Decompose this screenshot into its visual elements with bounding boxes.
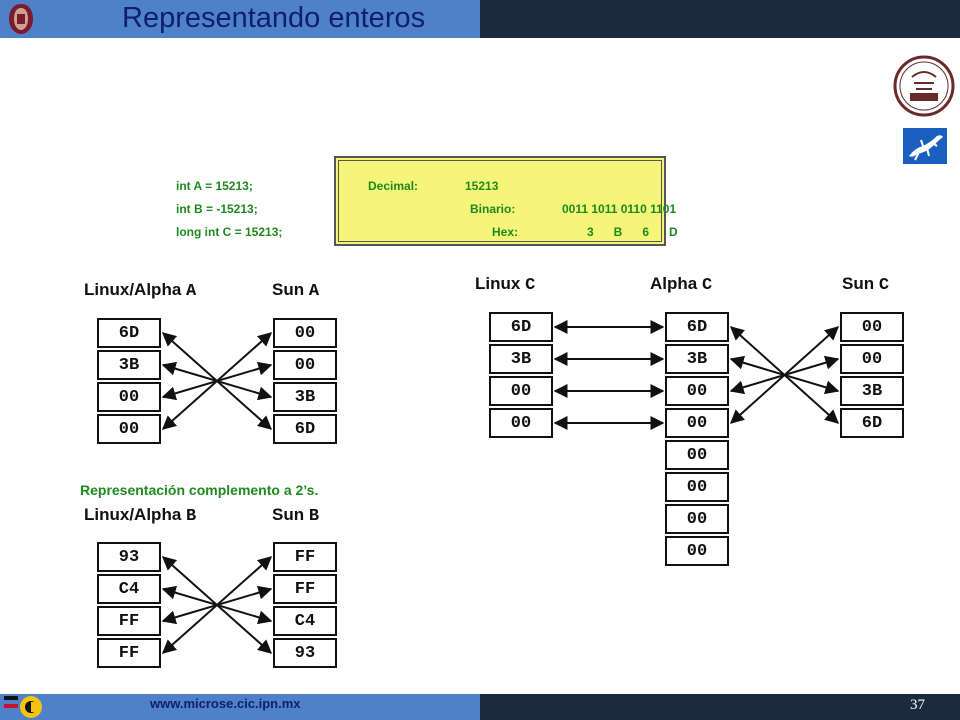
memory-cell: 00 xyxy=(665,408,729,438)
memory-cell: 6D xyxy=(840,408,904,438)
footer-bar xyxy=(0,694,480,720)
label-linux-c: Linux C xyxy=(475,274,536,295)
label-sun-c: Sun C xyxy=(842,274,890,295)
memory-cell: 3B xyxy=(273,382,337,412)
label-linux-alpha-a: Linux/Alpha A xyxy=(84,280,197,301)
memory-cell: 00 xyxy=(665,504,729,534)
footer-bar-dark xyxy=(480,694,960,720)
memory-cell: 00 xyxy=(97,382,161,412)
memory-cell: 00 xyxy=(840,344,904,374)
decimal-label: Decimal: xyxy=(368,179,419,193)
decimal-value: 15213 xyxy=(465,179,499,193)
byte-mapping-arrow xyxy=(161,585,273,625)
memory-cell: 00 xyxy=(273,318,337,348)
memory-cell: 3B xyxy=(97,350,161,380)
twos-complement-note: Representación complemento a 2’s. xyxy=(80,482,319,498)
memory-cell: 93 xyxy=(273,638,337,668)
page-number: 37 xyxy=(910,697,925,713)
memory-cell: 6D xyxy=(97,318,161,348)
memory-cell: 00 xyxy=(489,408,553,438)
binary-value: 0011 1011 0110 1101 xyxy=(562,202,677,216)
header-bar-dark xyxy=(480,0,960,38)
byte-mapping-arrow xyxy=(161,556,273,654)
label-sun-b: Sun B xyxy=(272,505,320,526)
value-box xyxy=(334,156,666,246)
memory-cell: 00 xyxy=(665,376,729,406)
page-title: Representando enteros xyxy=(122,2,426,34)
label-sun-a: Sun A xyxy=(272,280,320,301)
memory-cell: C4 xyxy=(273,606,337,636)
byte-mapping-arrow xyxy=(729,355,840,395)
memory-cell: 00 xyxy=(840,312,904,342)
memory-cell: FF xyxy=(97,606,161,636)
memory-cell: 00 xyxy=(665,472,729,502)
label-linux-alpha-b: Linux/Alpha B xyxy=(84,505,197,526)
label-alpha-c: Alpha C xyxy=(650,274,713,295)
memory-cell: 3B xyxy=(489,344,553,374)
byte-mapping-arrow xyxy=(729,355,840,395)
binary-label: Binario: xyxy=(470,202,516,216)
memory-cell: 6D xyxy=(665,312,729,342)
memory-cell: 00 xyxy=(489,376,553,406)
lizard-logo-icon xyxy=(903,128,947,164)
hex-value: 3 B 6 D xyxy=(587,225,678,239)
memory-cell: 00 xyxy=(665,536,729,566)
memory-cell: 00 xyxy=(97,414,161,444)
memory-cell: 6D xyxy=(273,414,337,444)
memory-cell: 00 xyxy=(665,440,729,470)
byte-mapping-arrow xyxy=(161,361,273,401)
memory-cell: 93 xyxy=(97,542,161,572)
byte-mapping-arrow xyxy=(161,361,273,401)
memory-cell: 3B xyxy=(840,376,904,406)
byte-mapping-arrow xyxy=(161,332,273,430)
header-bar xyxy=(0,0,480,38)
byte-mapping-arrow xyxy=(161,332,273,430)
memory-cell: 00 xyxy=(273,350,337,380)
footer-url[interactable]: www.microse.cic.ipn.mx xyxy=(150,696,301,711)
code-line-c: long int C = 15213; xyxy=(176,225,283,239)
memory-cell: C4 xyxy=(97,574,161,604)
cic-logo-icon xyxy=(4,696,42,718)
memory-cell: 6D xyxy=(489,312,553,342)
memory-cell: FF xyxy=(273,542,337,572)
red-de-computacion-logo-icon xyxy=(893,55,955,117)
code-line-b: int B = -15213; xyxy=(176,202,258,216)
memory-cell: FF xyxy=(97,638,161,668)
byte-mapping-arrow xyxy=(729,326,840,424)
byte-mapping-arrow xyxy=(161,556,273,654)
memory-cell: 3B xyxy=(665,344,729,374)
byte-mapping-arrow xyxy=(161,585,273,625)
ipn-logo-icon xyxy=(9,4,33,34)
hex-label: Hex: xyxy=(492,225,519,239)
byte-mapping-arrow xyxy=(729,326,840,424)
memory-cell: FF xyxy=(273,574,337,604)
code-line-a: int A = 15213; xyxy=(176,179,253,193)
